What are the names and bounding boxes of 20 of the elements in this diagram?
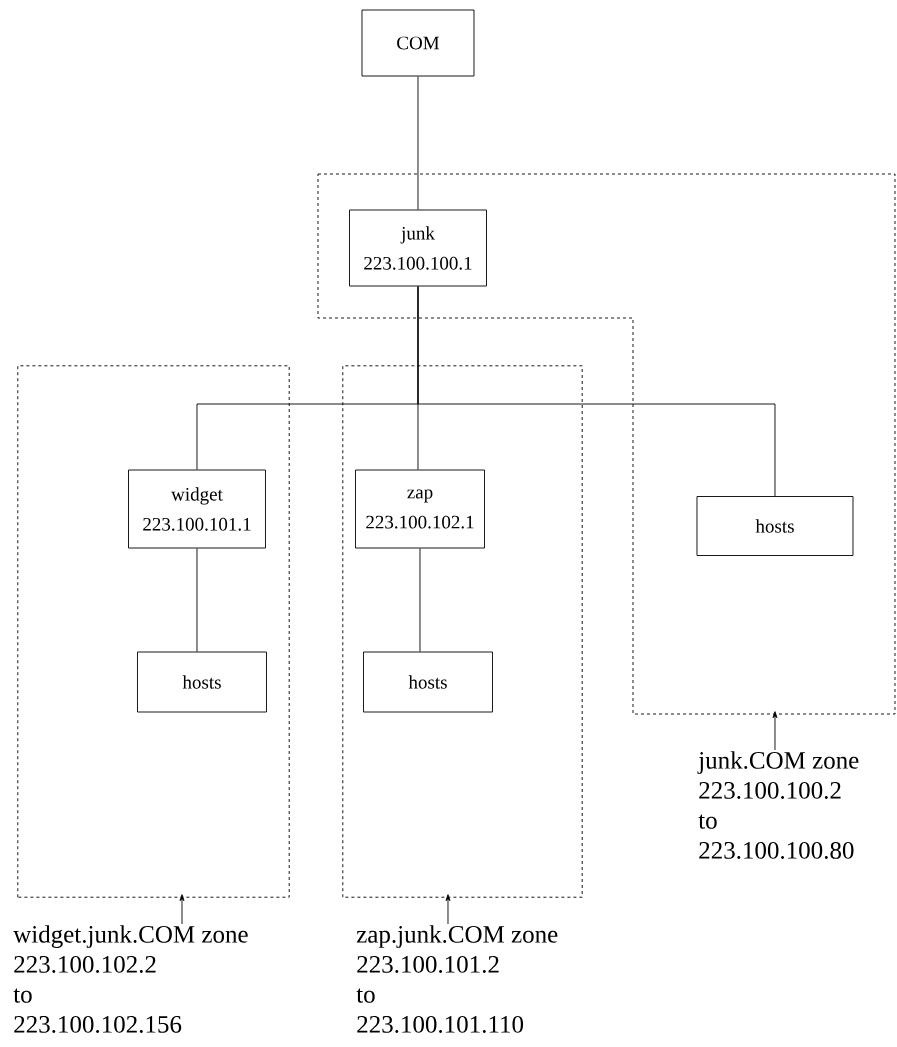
node-box: COM xyxy=(361,9,475,77)
zone-outline xyxy=(317,173,896,715)
arrow xyxy=(772,711,778,751)
node-box: widget 223.100.101.1 xyxy=(128,469,266,549)
zone-outline xyxy=(17,365,290,898)
connector-line xyxy=(417,76,419,210)
zone-label: widget.junk.COM zone 223.100.102.2 to 223.100.102.156 xyxy=(13,925,248,1033)
zone-label: zap.junk.COM zone 223.100.101.2 to 223.100.101.110 xyxy=(356,925,558,1033)
arrow xyxy=(445,894,451,925)
zone-label: junk.COM zone 223.100.100.2 to 223.100.100.80 xyxy=(697,751,859,859)
connector-line xyxy=(196,548,198,652)
arrow xyxy=(179,894,185,925)
node-box: zap 223.100.102.1 xyxy=(355,469,485,549)
node-box: junk 223.100.100.1 xyxy=(349,209,487,287)
connector-line xyxy=(419,548,421,652)
connector-line xyxy=(417,286,776,497)
node-box: hosts xyxy=(696,496,854,556)
node-box: hosts xyxy=(137,651,267,713)
node-box: hosts xyxy=(363,651,493,713)
zone-outline xyxy=(342,365,583,898)
